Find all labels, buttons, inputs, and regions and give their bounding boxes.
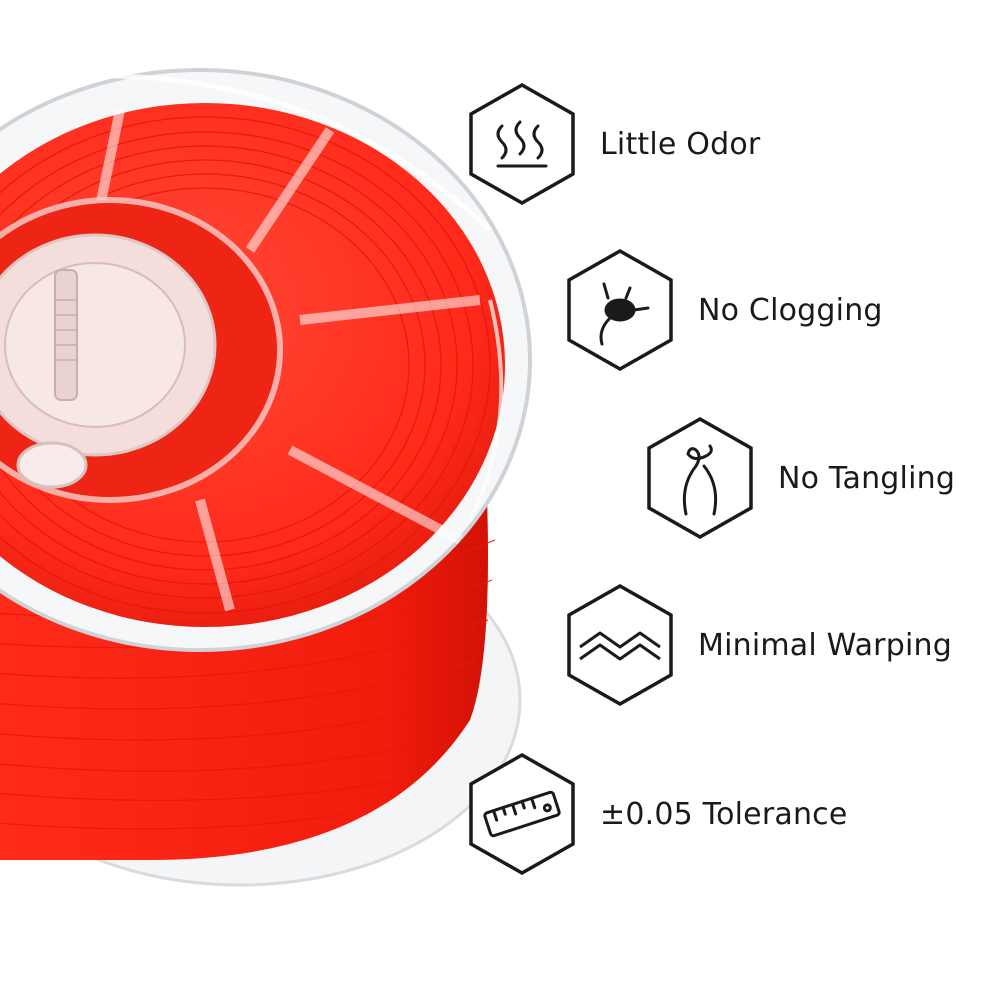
- feature-label: ±0.05 Tolerance: [600, 796, 848, 832]
- feature-no-clogging: No Clogging: [566, 248, 883, 372]
- spool-axle: [54, 269, 78, 401]
- warp-zigzag-icon: [567, 583, 673, 707]
- odor-waves-icon: [469, 82, 575, 206]
- feature-label: No Clogging: [698, 292, 883, 328]
- feature-label: Minimal Warping: [698, 627, 952, 663]
- feature-label: No Tangling: [778, 460, 956, 496]
- feature-little-odor: Little Odor: [468, 82, 760, 206]
- feature-no-tangling: No Tangling: [646, 416, 955, 540]
- tangle-loop-icon: [647, 416, 753, 540]
- spool-clip-hole: [16, 441, 88, 489]
- ruler-icon: [469, 752, 575, 876]
- feature-tolerance: ±0.05 Tolerance: [468, 752, 848, 876]
- feature-label: Little Odor: [600, 126, 761, 162]
- nozzle-clog-icon: [567, 248, 673, 372]
- feature-minimal-warping: Minimal Warping: [566, 583, 952, 707]
- flange-spokes: [90, 108, 481, 612]
